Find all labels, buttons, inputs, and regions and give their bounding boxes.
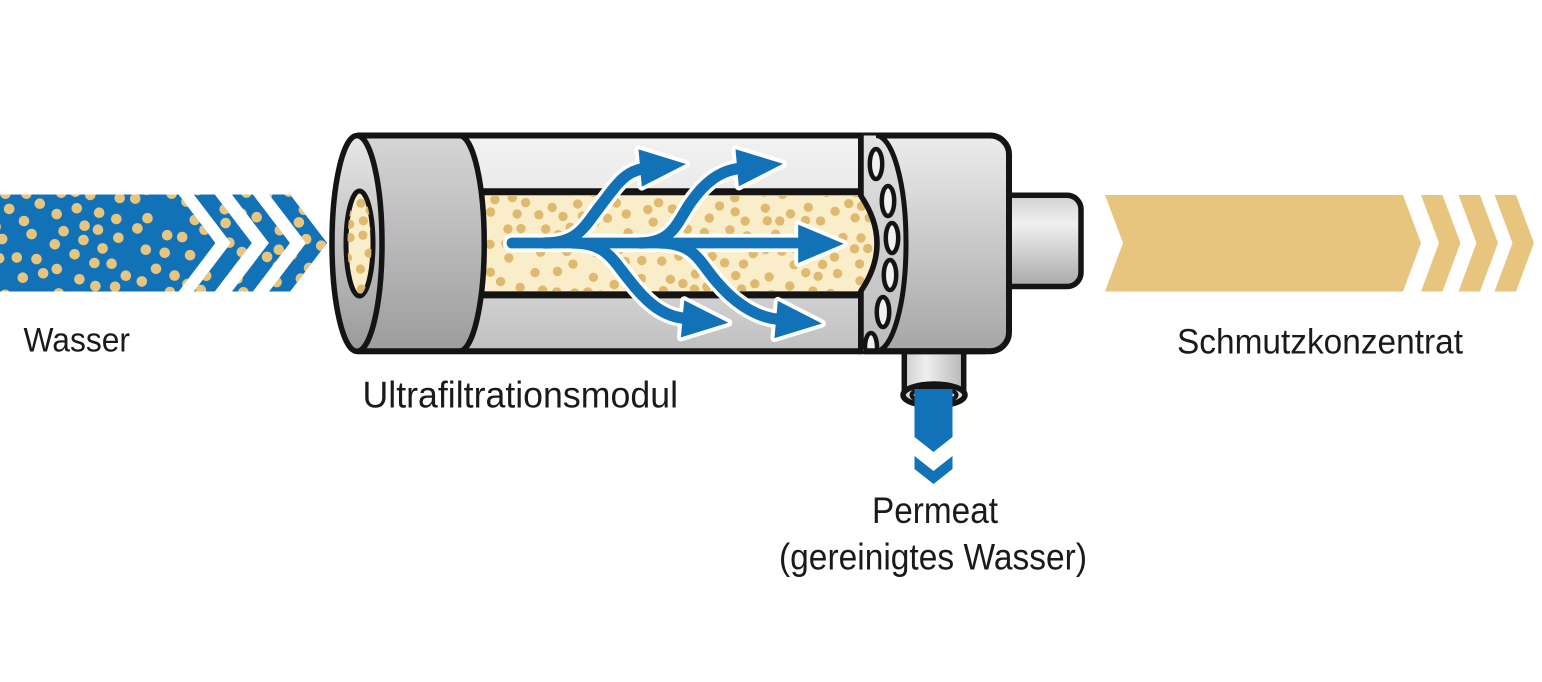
- svg-text:Permeat: Permeat: [872, 490, 999, 531]
- svg-text:Wasser: Wasser: [24, 321, 131, 359]
- svg-text:Ultrafiltrationsmodul: Ultrafiltrationsmodul: [363, 374, 679, 415]
- svg-text:(gereinigtes Wasser): (gereinigtes Wasser): [779, 537, 1087, 578]
- svg-text:Schmutzkonzentrat: Schmutzkonzentrat: [1177, 322, 1463, 362]
